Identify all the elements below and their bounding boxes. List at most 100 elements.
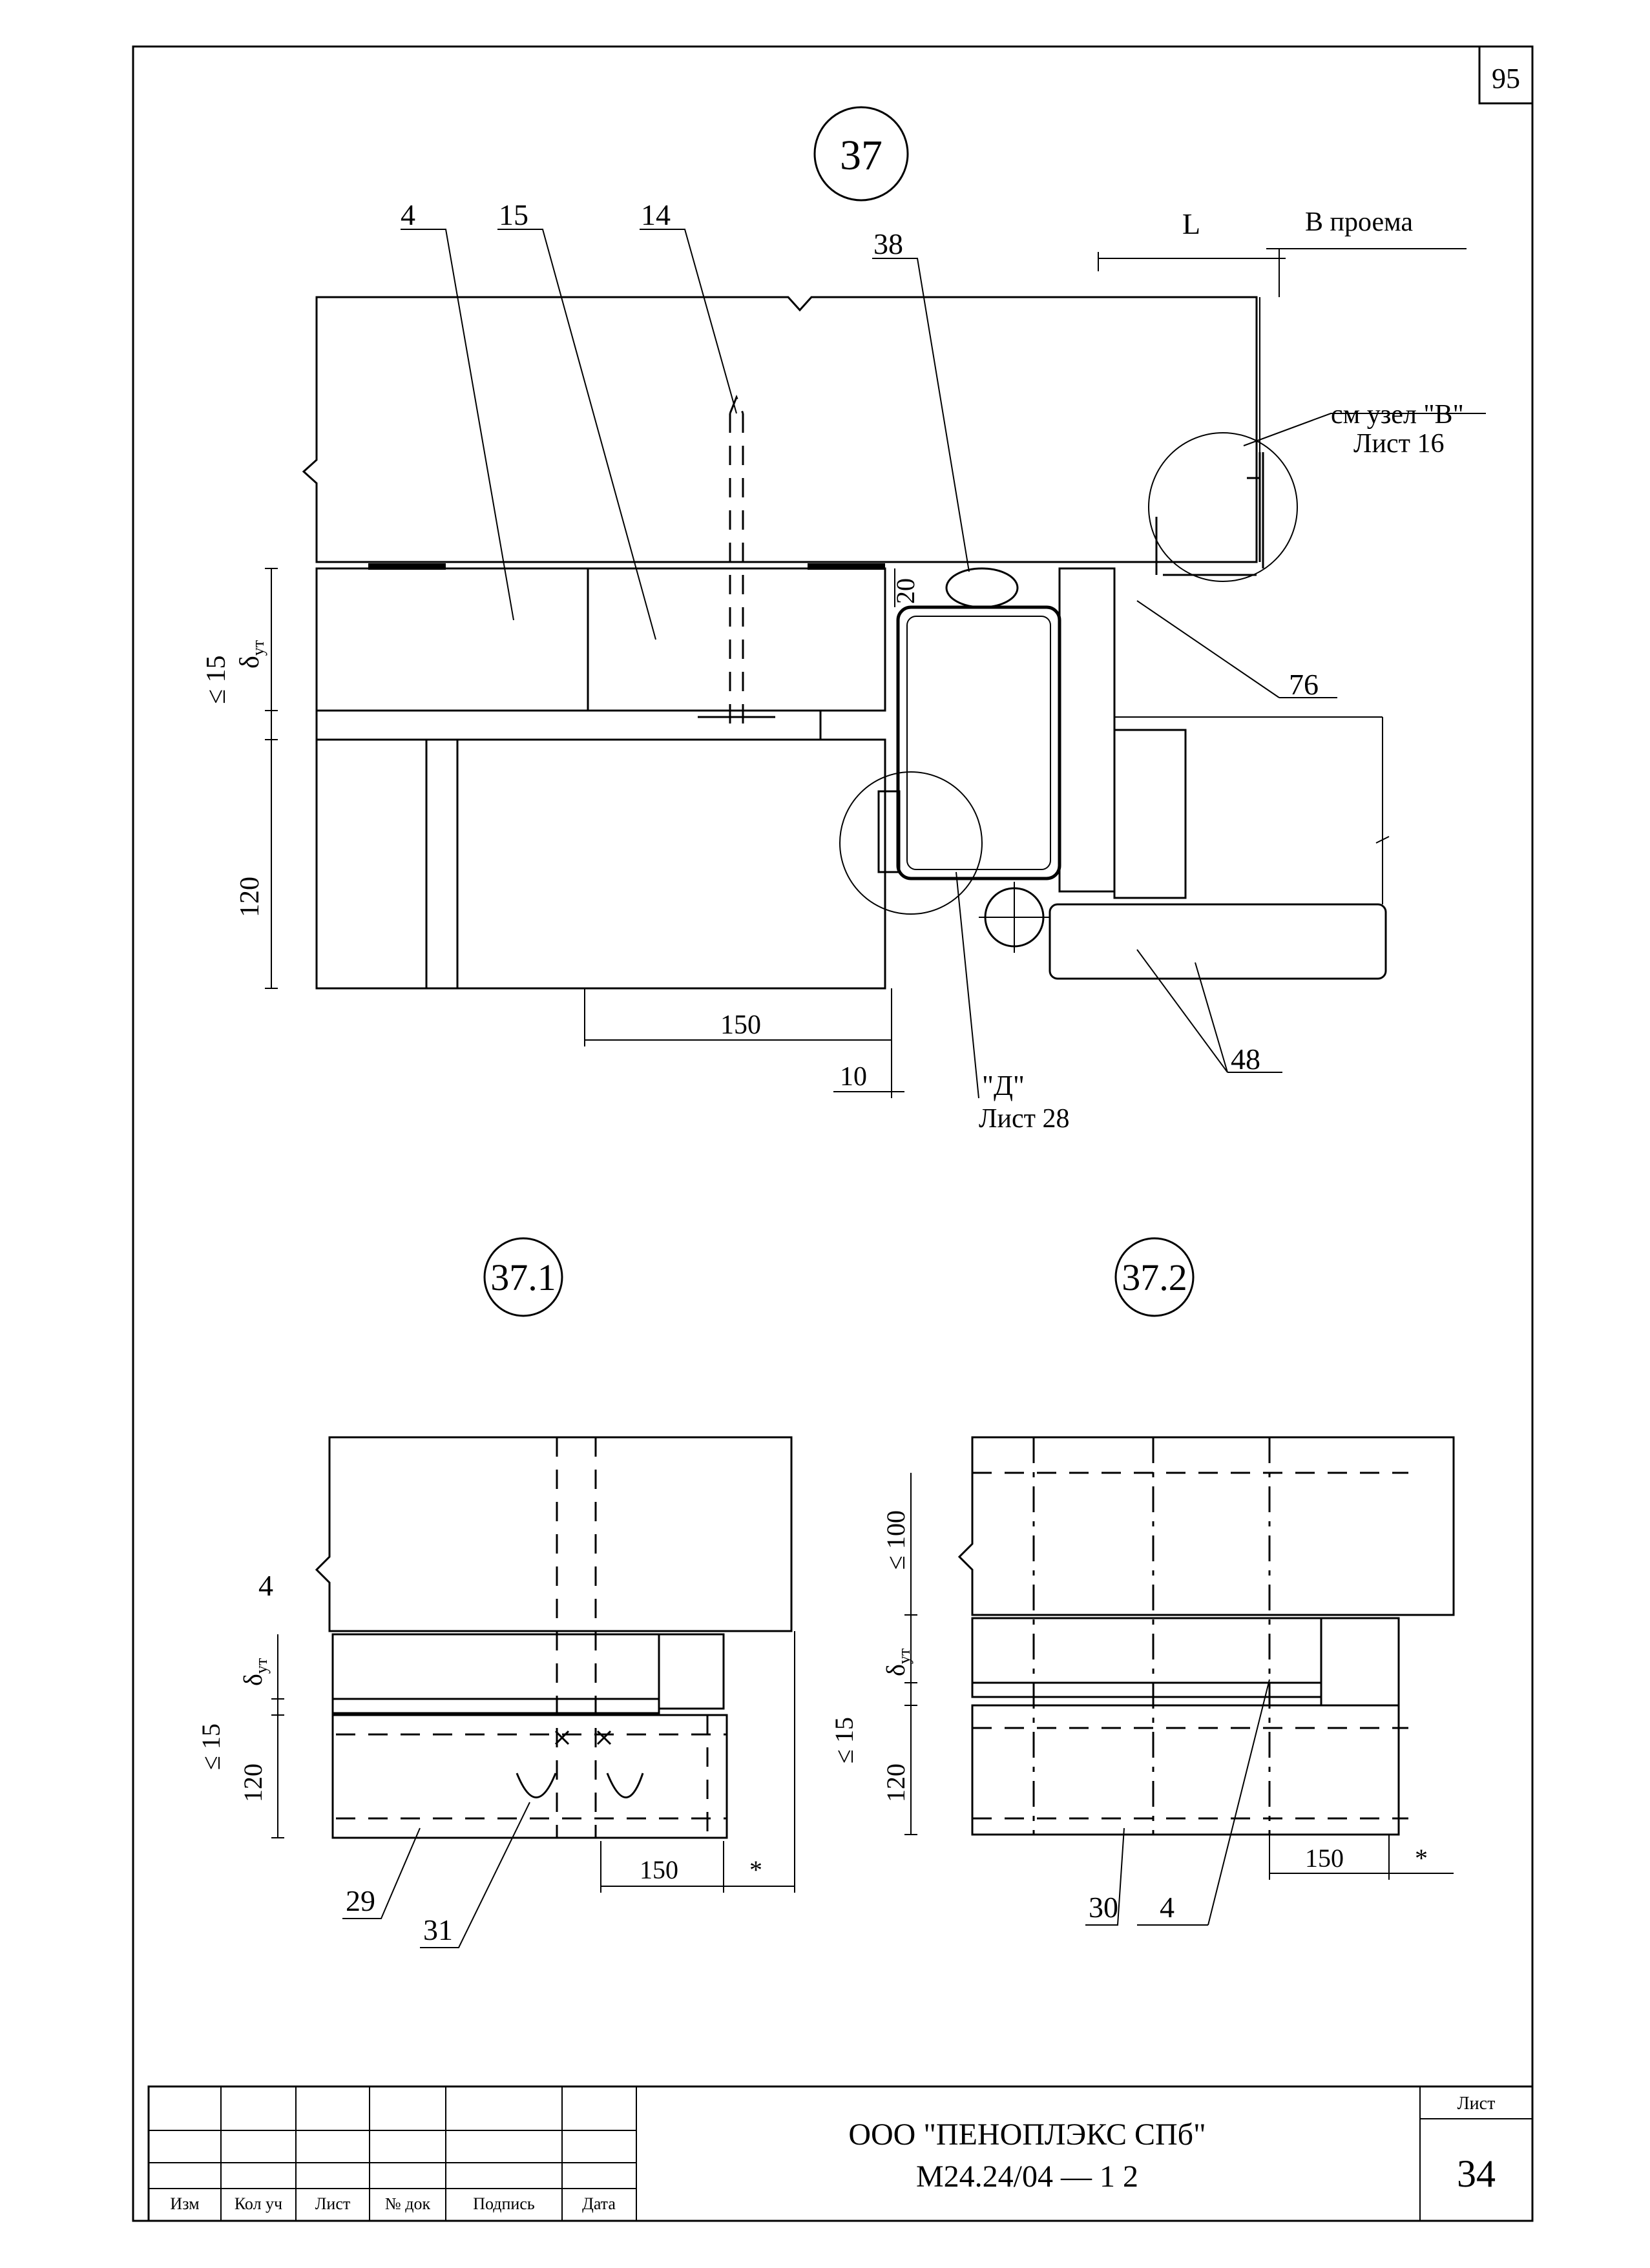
title-block: Изм Кол уч Лист № док Подпись Дата ООО "… <box>147 2085 1534 2222</box>
callout-48: 48 <box>1231 1043 1260 1076</box>
node-d-label: "Д" <box>982 1070 1025 1101</box>
window-frame-inner <box>906 616 1051 870</box>
leader-4-37-2 <box>1207 1679 1270 1926</box>
pipe-axes <box>979 882 1050 953</box>
leader-48 <box>1136 949 1282 1073</box>
dim-vertical-37-1 <box>271 1634 284 1838</box>
callout-38: 38 <box>873 227 903 260</box>
leader-76 <box>1136 600 1337 698</box>
detail-37-id: 37 <box>840 132 882 179</box>
leader-30 <box>1085 1827 1208 1926</box>
upper-wall-37-1 <box>315 1436 793 1632</box>
detail-37-1-bubble <box>483 1237 563 1317</box>
lower-wall-37-2 <box>971 1704 1400 1836</box>
dowel-14 <box>729 394 744 736</box>
detail-37-1-id: 37.1 <box>490 1256 556 1298</box>
leader-15 <box>497 229 656 640</box>
reinforcement-29 <box>336 1715 727 1838</box>
dim-10-label: 10 <box>840 1062 867 1092</box>
corner-number-box <box>1478 45 1534 105</box>
col-izm: Изм <box>170 2194 199 2213</box>
title-block-frame <box>147 2085 1534 2222</box>
title-cols <box>220 2086 637 2221</box>
star-37-1: * <box>749 1855 762 1884</box>
wooden-sash <box>1058 567 1116 893</box>
insulation-end-37-2 <box>1320 1617 1400 1707</box>
delta-sub-37-2: ут <box>895 1649 914 1664</box>
sill-48 <box>1049 903 1387 980</box>
leaders-37-1 <box>342 1802 530 1948</box>
dim-20-label: 20 <box>891 578 920 604</box>
lower-wall-37-1 <box>331 1714 728 1839</box>
lower-wall <box>315 738 886 990</box>
mortar-joint <box>425 738 459 990</box>
col-date: Дата <box>582 2194 616 2213</box>
dim-lines-37-1 <box>600 1631 795 1893</box>
le15-37-2: ≤ 15 <box>830 1717 859 1763</box>
dim-150-label: 150 <box>720 1010 761 1040</box>
sheet-label: Лист <box>1457 2094 1496 2114</box>
dim-150-37-1: 150 <box>640 1855 678 1884</box>
seal-38 <box>945 567 1019 609</box>
le15-group: ≤ 15 <box>202 655 231 704</box>
svg-text:δут: δут <box>881 1649 914 1676</box>
glue-strip <box>368 563 446 570</box>
doc-code: М24.24/04 — 1 2 <box>916 2159 1138 2194</box>
reinforcement-30 <box>972 1472 1408 1820</box>
delta-37-1: δ <box>238 1674 267 1686</box>
detail-37-2-id: 37.2 <box>1122 1256 1187 1298</box>
star-37-2: * <box>1415 1844 1428 1873</box>
see-node-b: см узел "В" <box>1331 400 1464 430</box>
dim-L-line <box>1098 248 1467 271</box>
sheet-box <box>1419 2086 1532 2221</box>
col-signature: Подпись <box>473 2194 535 2213</box>
anchor-hooks-31 <box>516 1773 644 1798</box>
leader-node-d <box>956 871 979 1099</box>
node-b-circle <box>1148 432 1298 582</box>
leader-38 <box>872 258 970 572</box>
dim-20 <box>884 568 895 607</box>
insulation-layer-15 <box>587 567 886 712</box>
delta-symbol: δ <box>235 656 265 669</box>
node-d-circle <box>839 771 983 915</box>
anchor-marks <box>554 1730 612 1745</box>
dim-L-label: L <box>1182 207 1200 240</box>
callout-4-37-2: 4 <box>1160 1891 1175 1924</box>
corner-number: 95 <box>1492 63 1520 94</box>
le15-37-1: ≤ 15 <box>196 1723 225 1770</box>
col-doc-no: № док <box>385 2194 431 2213</box>
callout-30: 30 <box>1089 1891 1118 1924</box>
leader-node-b <box>1243 413 1486 446</box>
callout-14: 14 <box>641 198 671 231</box>
flashing <box>1163 452 1264 576</box>
sheet-number: 34 <box>1457 2152 1496 2195</box>
detail-37: 37 <box>202 106 1486 1134</box>
callout-31: 31 <box>423 1913 453 1946</box>
dim-120-label: 120 <box>235 877 265 917</box>
insulation-end-37-1 <box>658 1633 725 1710</box>
insulation-37-1 <box>331 1633 660 1700</box>
window-frame-profile <box>896 605 1061 880</box>
le100-37-2: ≤ 100 <box>881 1510 910 1570</box>
glazing-unit <box>1113 729 1187 899</box>
glue-strip <box>808 563 885 570</box>
delta-sub: ут <box>249 640 267 656</box>
dim-150 <box>584 988 892 1098</box>
le15-label: ≤ 15 <box>202 655 231 704</box>
dim-lines-37-2 <box>1269 1835 1454 1880</box>
seal-node-d <box>877 790 901 873</box>
anchor-lines-37-1 <box>556 1437 597 1838</box>
top-wall <box>302 296 1258 563</box>
org-name: ООО "ПЕНОПЛЭКС СПб" <box>848 2117 1206 2152</box>
flashing-detail <box>1155 477 1260 575</box>
dim-vertical <box>265 568 278 989</box>
dim-120-37-1: 120 <box>238 1763 267 1802</box>
leader-4 <box>401 229 514 621</box>
insulation-layer-4 <box>315 567 589 712</box>
detail-37-1: 37.1 4 29 31 150 * 120 δут ≤ 15 <box>196 1237 795 1948</box>
plaster-37-2 <box>971 1681 1322 1698</box>
delta-sub-37-1: ут <box>252 1658 271 1674</box>
detail-37-2: 37.2 30 4 150 * ≤ 100 δут 120 ≤ 15 <box>830 1237 1455 1926</box>
sheet16-ref: Лист 16 <box>1353 429 1444 459</box>
